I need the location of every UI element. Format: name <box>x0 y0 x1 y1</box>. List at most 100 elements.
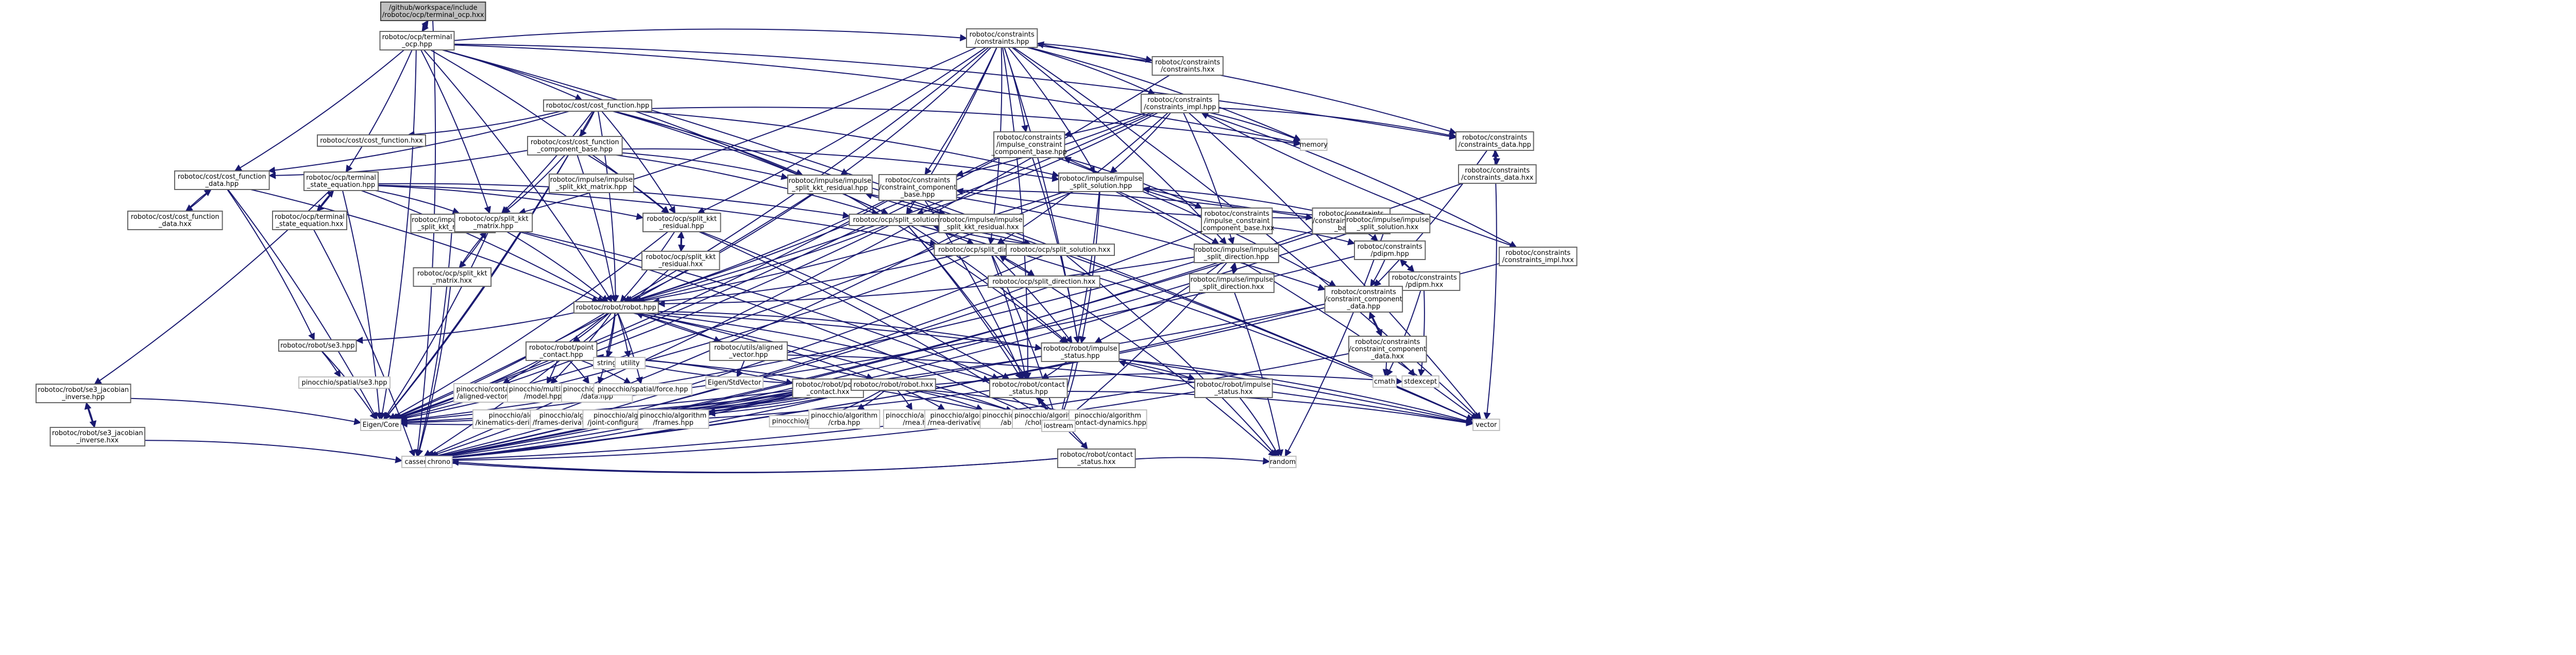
node-impulse-constraint-component-base-hxx[interactable]: robotoc/constraints/impulse_constraint_c… <box>1199 208 1275 234</box>
edge-constraint-component-base-hpp-to-constraint-component-data-hpp <box>956 196 1326 291</box>
node-box <box>1194 244 1279 263</box>
node-se3-hpp[interactable]: robotoc/robot/se3.hpp <box>278 339 357 352</box>
node-se3-jacobian-inverse-hpp[interactable]: robotoc/robot/se3_jacobian_inverse.hpp <box>36 384 131 403</box>
edge-pdipm-hxx-to-stdexcept <box>1418 290 1426 377</box>
node-impulse-status-hpp[interactable]: robotoc/robot/impulse_status.hpp <box>1041 342 1120 362</box>
node-label: _split_kkt_matrix.hpp <box>555 183 627 191</box>
node-label: robotoc/constraints <box>1155 59 1220 66</box>
node-split-kkt-residual-hpp[interactable]: robotoc/ocp/split_kkt_residual.hpp <box>642 213 721 232</box>
node-label: robotoc/ocp/terminal <box>382 33 452 41</box>
edge-aligned-vector-hpp-to-eigen-stdvector <box>736 360 745 378</box>
edge-constraint-component-base-hxx-to-cassert <box>431 230 1313 461</box>
node-impulse-status-hxx[interactable]: robotoc/robot/impulse_status.hxx <box>1194 378 1273 398</box>
node-split-solution-hxx[interactable]: robotoc/ocp/split_solution.hxx <box>1006 244 1115 256</box>
node-cost-function-hxx[interactable]: robotoc/cost/cost_function.hxx <box>317 134 426 147</box>
node-label: robotoc/constraints <box>1355 338 1420 346</box>
edge-cost-function-component-base-hpp-to-impulse-split-solution-hpp <box>622 148 1060 182</box>
node-split-kkt-matrix-hpp[interactable]: robotoc/ocp/split_kkt_matrix.hpp <box>454 213 533 232</box>
node-contact-status-hxx[interactable]: robotoc/robot/contact_status.hxx <box>1057 449 1136 468</box>
node-cassert: cassert <box>401 456 433 468</box>
edge-point-contact-hpp-to-pin-model <box>546 360 558 385</box>
node-cost-function-hpp[interactable]: robotoc/cost/cost_function.hpp <box>543 99 652 112</box>
node-terminal-state-equation-hxx[interactable]: robotoc/ocp/terminal_state_equation.hxx <box>272 211 347 230</box>
node-pdipm-hxx[interactable]: robotoc/constraints/pdipm.hxx <box>1388 271 1461 291</box>
node-terminal-ocp-hpp[interactable]: robotoc/ocp/terminal_ocp.hpp <box>379 31 455 50</box>
node-aligned-vector-hpp[interactable]: robotoc/utils/aligned_vector.hpp <box>709 341 788 361</box>
node-box <box>1455 131 1534 151</box>
node-box <box>1372 375 1397 388</box>
node-label: robotoc/impulse/impulse <box>1060 175 1142 183</box>
node-impulse-split-kkt-residual-hpp[interactable]: robotoc/impulse/impulse_split_kkt_residu… <box>787 175 873 194</box>
node-label: _component_base.hpp <box>991 148 1066 156</box>
node-impulse-split-solution-hxx[interactable]: robotoc/impulse/impulse_split_solution.h… <box>1345 214 1431 233</box>
node-terminal-state-equation-hpp[interactable]: robotoc/ocp/terminal_state_equation.hpp <box>303 171 379 191</box>
node-label: vector <box>1476 421 1497 429</box>
node-impulse-split-kkt-residual-hxx[interactable]: robotoc/impulse/impulse_split_kkt_residu… <box>938 214 1024 233</box>
node-se3-jacobian-inverse-hxx[interactable]: robotoc/robot/se3_jacobian_inverse.hxx <box>49 427 146 446</box>
node-split-kkt-matrix-hxx[interactable]: robotoc/ocp/split_kkt_matrix.hxx <box>413 267 492 287</box>
node-contact-status-hpp[interactable]: robotoc/robot/contact_status.hpp <box>989 378 1068 398</box>
node-label: robotoc/constraints <box>1462 134 1527 142</box>
edge-constraints-impl-hpp-to-impulse-constraint-component-base-hpp <box>1064 112 1146 137</box>
node-impulse-constraint-component-base-hpp[interactable]: robotoc/constraints/impulse_constraint_c… <box>991 131 1067 158</box>
node-cost-function-data-hpp[interactable]: robotoc/cost/cost_function_data.hpp <box>174 170 270 190</box>
node-constraints-data-hxx[interactable]: robotoc/constraints/constraints_data.hxx <box>1458 164 1537 184</box>
node-label: robotoc/ocp/split_kkt <box>459 215 529 223</box>
node-cost-function-component-base-hpp[interactable]: robotoc/cost/cost_function_component_bas… <box>527 136 623 156</box>
node-label: robotoc/ocp/terminal <box>275 213 345 221</box>
node-impulse-split-direction-hxx[interactable]: robotoc/impulse/impulse_split_direction.… <box>1189 273 1275 293</box>
node-iostream: iostream <box>1041 420 1076 432</box>
edge-pdipm-hpp-to-constraint-component-data-hpp <box>1370 259 1385 287</box>
edge-constraint-component-data-hxx-to-constraint-component-data-hpp <box>1368 311 1382 337</box>
node-vector: vector <box>1472 419 1500 431</box>
edge-constraint-component-data-hpp-to-eigen-core <box>400 303 1325 426</box>
edge-split-direction-hpp-to-robot-hpp <box>652 255 954 305</box>
node-box <box>938 214 1024 233</box>
node-constraint-component-data-hpp[interactable]: robotoc/constraints/constraint_component… <box>1324 286 1403 313</box>
edge-point-contact-hxx-to-cassert <box>431 394 793 462</box>
node-point-contact-hpp[interactable]: robotoc/robot/point_contact.hpp <box>526 341 598 361</box>
node-label: robotoc/constraints <box>1358 243 1422 251</box>
node-pdipm-hpp[interactable]: robotoc/constraints/pdipm.hpp <box>1354 240 1426 260</box>
node-box <box>298 376 391 389</box>
node-impulse-split-solution-hpp[interactable]: robotoc/impulse/impulse_split_solution.h… <box>1058 173 1144 192</box>
node-pin-se3: pinocchio/spatial/se3.hpp <box>298 376 391 389</box>
edge-robot-hxx-to-pin-contact-dyn <box>928 390 1070 415</box>
node-label: _state_equation.hxx <box>275 220 343 228</box>
node-robot-hxx[interactable]: robotoc/robot/robot.hxx <box>851 378 936 391</box>
edge-pdipm-hxx-to-pdipm-hpp <box>1399 258 1415 272</box>
edge-constraints-hpp-to-split-kkt-matrix-hpp <box>518 47 977 215</box>
node-label: robotoc/robot/impulse <box>1196 381 1270 389</box>
edge-constraints-data-hxx-to-constraints-data-hpp <box>1492 149 1499 165</box>
node-constraints-hxx[interactable]: robotoc/constraints/constraints.hxx <box>1151 56 1224 76</box>
edge-terminal-ocp-hpp-to-constraints-hpp <box>454 28 968 42</box>
node-label: robotoc/ocp/split_solution.hpp <box>853 216 954 224</box>
edge-constraints-hpp-to-memory <box>1029 47 1301 141</box>
node-constraints-impl-hxx[interactable]: robotoc/constraints/constraints_impl.hxx <box>1499 247 1578 266</box>
node-constraints-impl-hpp[interactable]: robotoc/constraints/constraints_impl.hpp <box>1141 94 1219 113</box>
edge-cost-function-data-hpp-to-se3-hpp <box>227 189 315 341</box>
node-impulse-split-direction-hpp[interactable]: robotoc/impulse/impulse_split_direction.… <box>1194 244 1279 263</box>
node-cost-function-data-hxx[interactable]: robotoc/cost/cost_function_data.hxx <box>127 211 223 230</box>
node-constraint-component-data-hxx[interactable]: robotoc/constraints/constraint_component… <box>1348 336 1427 363</box>
node-constraints-hpp[interactable]: robotoc/constraints/constraints.hpp <box>966 28 1038 48</box>
node-constraints-data-hpp[interactable]: robotoc/constraints/constraints_data.hpp <box>1455 131 1534 151</box>
node-split-solution-hpp[interactable]: robotoc/ocp/split_solution.hpp <box>849 214 958 226</box>
node-label: /crba.hpp <box>828 419 860 427</box>
node-label: robotoc/constraints <box>970 31 1035 39</box>
edge-robot-hxx-to-pin-crba <box>857 390 886 410</box>
node-point-contact-hxx[interactable]: robotoc/robot/point_contact.hxx <box>792 378 864 398</box>
edge-se3-hpp-to-pin-se3 <box>321 351 341 378</box>
node-label: robotoc/constraints <box>1205 210 1269 218</box>
node-label: pinocchio/container <box>456 386 523 393</box>
edge-terminal-state-equation-hpp-to-split-kkt-matrix-hpp <box>375 190 460 215</box>
node-split-kkt-residual-hxx[interactable]: robotoc/ocp/split_kkt_residual.hxx <box>641 251 720 270</box>
node-constraint-component-base-hpp[interactable]: robotoc/constraints/constraint_component… <box>878 174 957 201</box>
edge-cost-function-component-base-hpp-to-split-solution-hpp <box>616 154 879 216</box>
node-split-kkt-matrix-hpp-imp[interactable]: robotoc/impulse/impulse_split_kkt_matrix… <box>549 174 634 193</box>
node-box <box>637 409 709 429</box>
node-split-direction-hxx[interactable]: robotoc/ocp/split_direction.hxx <box>988 275 1100 288</box>
node-random: random <box>1269 456 1297 468</box>
node-label: robotoc/cost/cost_function.hpp <box>546 102 650 110</box>
node-robot-hpp[interactable]: robotoc/robot/robot.hpp <box>573 301 659 314</box>
